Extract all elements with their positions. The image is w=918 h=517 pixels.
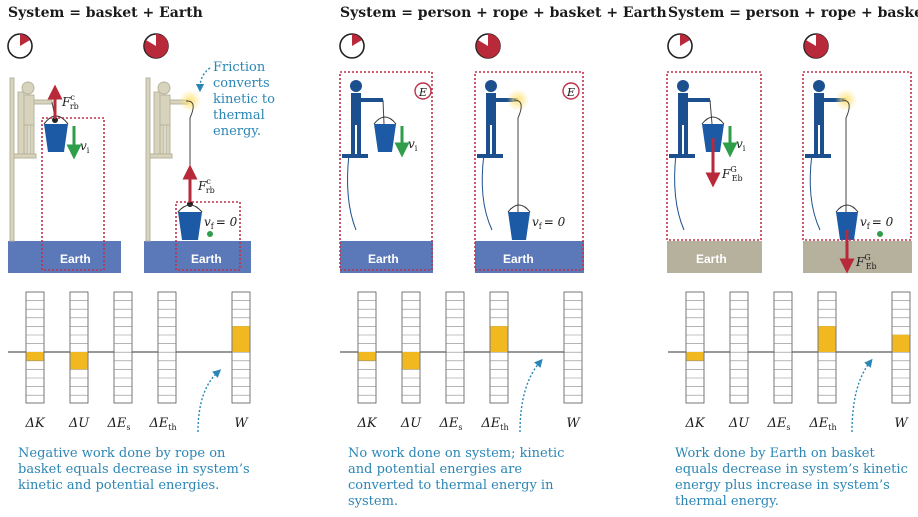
bar-column [69, 291, 89, 404]
energy-bar [26, 352, 44, 361]
bar-column [685, 291, 705, 404]
energy-bar-charts: ΔK ΔU ΔEs ΔEth W ΔK ΔU ΔEs ΔEth W ΔK ΔU ΔEs ΔEth W [8, 291, 911, 432]
bar-column [157, 291, 177, 404]
system-boundary [666, 71, 762, 241]
v-i-label: vi [408, 137, 418, 153]
earth-ground [803, 241, 912, 273]
earth-label: Earth [368, 252, 399, 266]
system-boundary [41, 117, 105, 271]
clock-icon [667, 33, 693, 59]
system-boundary [175, 201, 241, 271]
bar-label: W [234, 416, 249, 431]
bar-label: ΔU [728, 416, 750, 431]
bar-label: ΔU [68, 416, 90, 431]
bucket-icon [373, 116, 397, 152]
friction-note: Friction converts kinetic to thermal ene… [213, 60, 275, 139]
panel-2-title: System = person + rope + basket + Earth [340, 5, 667, 21]
bar-label: ΔEth [480, 416, 508, 432]
earth-label: Earth [191, 252, 222, 266]
energy-bar [402, 352, 420, 370]
energy-bar [232, 326, 250, 352]
bar-label: ΔU [400, 416, 422, 431]
bar-label: W [566, 416, 581, 431]
energy-bar [686, 352, 704, 361]
earth-ground [144, 241, 251, 273]
energy-bar [892, 334, 910, 352]
bar-label: ΔEs [767, 416, 791, 432]
energy-bar [70, 352, 88, 370]
earth-ground [8, 241, 121, 273]
energy-symbol: E [418, 86, 427, 99]
energy-bar [818, 326, 836, 352]
bar-label: ΔK [24, 416, 45, 431]
bucket-icon [177, 204, 203, 240]
earth-label: Earth [60, 252, 91, 266]
v-f-label: vf= 0 [204, 215, 238, 231]
bar-label: ΔEs [107, 416, 131, 432]
system-boundary [474, 71, 584, 271]
bar-column [25, 291, 45, 404]
system-boundary [802, 71, 912, 241]
panel-1-title: System = basket + Earth [8, 5, 203, 21]
panel-2-caption: No work done on system; kinetic and pote… [348, 446, 565, 509]
bar-label: ΔEs [439, 416, 463, 432]
clock-icon [339, 33, 365, 59]
bucket-icon [507, 204, 531, 240]
bar-label: W [894, 416, 909, 431]
bar-column [357, 291, 377, 404]
person-icon [342, 80, 383, 158]
glow-icon [835, 89, 857, 111]
panel-1-caption: Negative work done by rope on basket equ… [18, 446, 250, 493]
bar-label: ΔK [684, 416, 705, 431]
clock-icon [475, 33, 501, 59]
panel-3-caption: Work done by Earth on basket equals decr… [675, 446, 908, 509]
energy-bar [358, 352, 376, 361]
bar-column [773, 291, 793, 404]
bar-column [563, 291, 583, 404]
bar-column [113, 291, 133, 404]
bar-column [445, 291, 465, 404]
energy-badge [562, 82, 580, 100]
bar-label: ΔK [356, 416, 377, 431]
person-icon [669, 80, 710, 158]
clock-icon [803, 33, 829, 59]
earth-ground [667, 241, 762, 273]
earth-label: Earth [503, 252, 534, 266]
v-i-label: vi [80, 139, 90, 155]
glow-icon [507, 89, 529, 111]
earth-label: Earth [696, 252, 727, 266]
bar-column [729, 291, 749, 404]
v-f-label: vf= 0 [532, 215, 566, 231]
clock-icon [7, 33, 33, 59]
v-i-label: vi [736, 137, 746, 153]
bar-column [401, 291, 421, 404]
bar-label: ΔEth [808, 416, 836, 432]
panel-3-title: System = person + rope + basket [668, 5, 918, 21]
energy-badge [414, 82, 432, 100]
energy-bar [490, 326, 508, 352]
earth-ground [475, 241, 584, 273]
clock-icon [143, 33, 169, 59]
energy-symbol: E [566, 86, 575, 99]
person-icon [9, 77, 53, 242]
bucket-icon [835, 204, 859, 240]
v-f-label: vf= 0 [860, 215, 894, 231]
earth-ground [340, 241, 433, 273]
bar-label: ΔEth [148, 416, 176, 432]
system-boundary [339, 71, 433, 271]
